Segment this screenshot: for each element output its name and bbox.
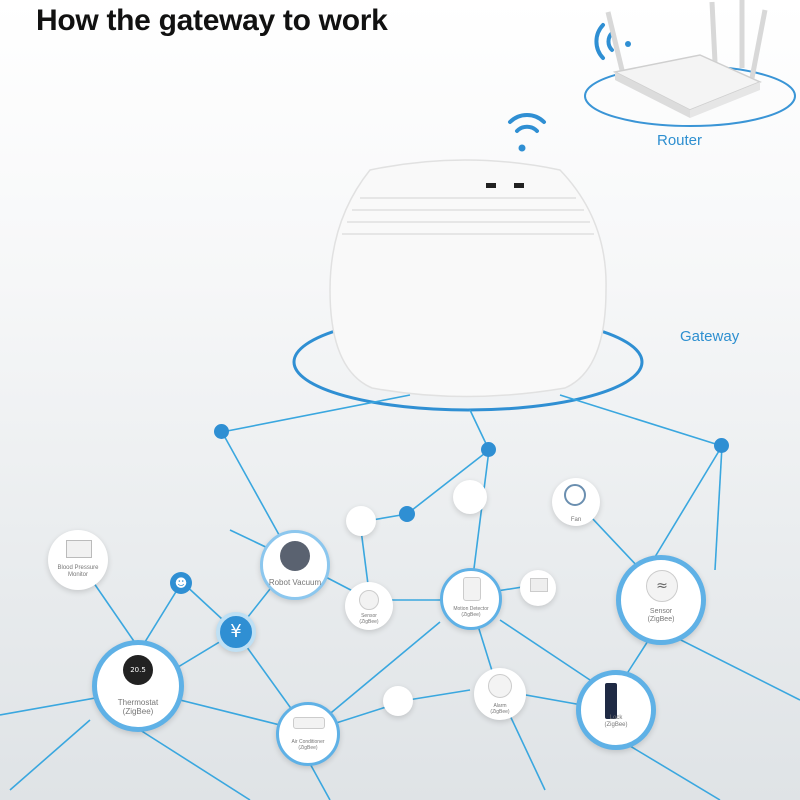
- node-sensor-large: ≈: [616, 555, 706, 645]
- node-alarm: [474, 668, 526, 720]
- alarm-icon: [488, 674, 512, 698]
- sensor-large-label: Sensor (ZigBee): [647, 608, 675, 624]
- wifi-icon-gateway: [508, 112, 546, 152]
- junction-dot: [714, 438, 729, 453]
- node-blood-pressure-monitor: [48, 530, 108, 590]
- gateway-device: [329, 159, 607, 398]
- motion-detector-label: Motion Detector (ZigBee): [453, 606, 489, 618]
- robot-vacuum-icon: [280, 541, 310, 571]
- air-conditioner-icon: [293, 717, 325, 729]
- thermostat-label: Thermostat (ZigBee): [117, 698, 159, 717]
- motion-detector-icon: [463, 577, 481, 601]
- blood-pressure-label: Blood Pressure Monitor: [57, 565, 99, 578]
- node-mini-left: [346, 506, 376, 536]
- thermostat-icon: 20.5: [123, 655, 153, 685]
- robot-vacuum-label: Robot Vacuum: [268, 578, 322, 587]
- router-device: [605, 0, 768, 118]
- sensor-small-icon: [359, 590, 379, 610]
- node-mini-top: [453, 480, 487, 514]
- gateway-label: Gateway: [680, 328, 740, 345]
- blood-pressure-icon: [66, 540, 92, 558]
- fan-icon: [564, 484, 586, 506]
- alarm-label: Alarm (ZigBee): [490, 703, 510, 715]
- junction-dot: [399, 506, 415, 522]
- node-lock: [576, 670, 656, 750]
- node-sensor-small: [345, 582, 393, 630]
- fan-label: Fan: [570, 517, 582, 523]
- node-thermostat: 20.5: [92, 640, 184, 732]
- page-title: How the gateway to work: [36, 4, 388, 37]
- lock-icon: [605, 683, 617, 719]
- sensor-large-icon: ≈: [646, 570, 678, 602]
- node-motion-detector: [440, 568, 502, 630]
- node-mini-bottom: [383, 686, 413, 716]
- user-icon: ☻: [170, 572, 192, 594]
- node-door-sensor: [520, 570, 556, 606]
- router-label: Router: [657, 132, 703, 149]
- junction-dot: [214, 424, 229, 439]
- lock-label: Lock (ZigBee): [604, 715, 628, 728]
- junction-dot: [481, 442, 496, 457]
- yuan-icon: ¥: [216, 612, 256, 652]
- node-fan: [552, 478, 600, 526]
- node-air-conditioner: [276, 702, 340, 766]
- sensor-small-label: Sensor (ZigBee): [359, 613, 379, 625]
- air-conditioner-label: Air Conditioner (ZigBee): [291, 739, 325, 751]
- node-robot-vacuum: [260, 530, 330, 600]
